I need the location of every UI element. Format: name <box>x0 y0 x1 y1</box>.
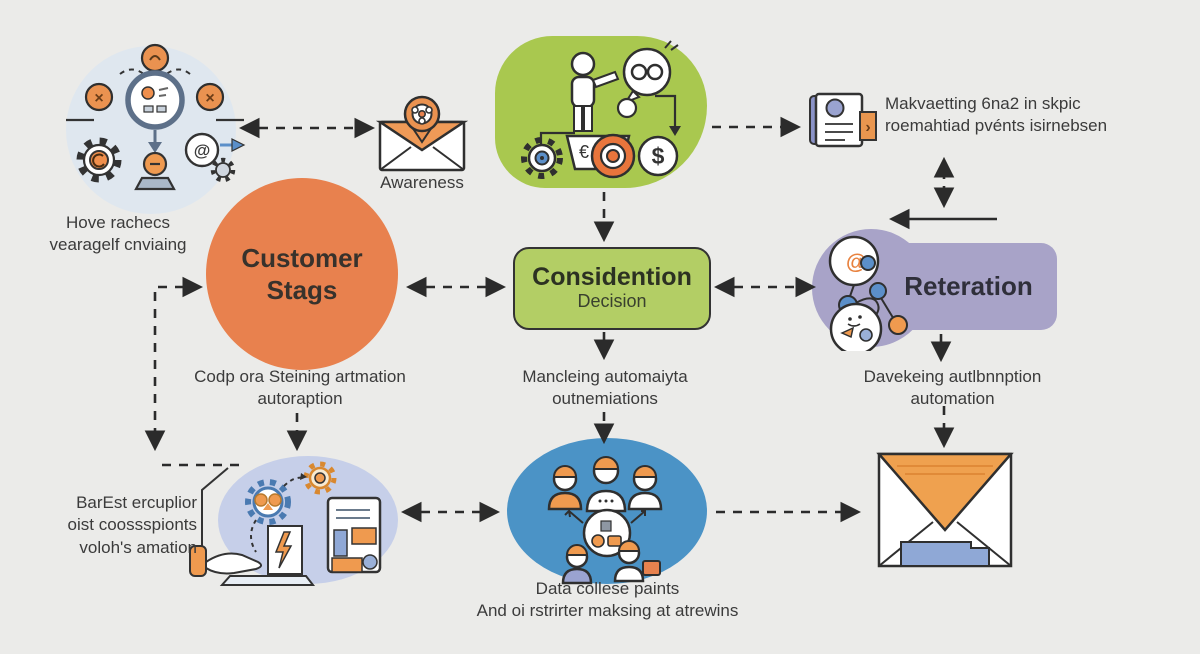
retention-node: Reteration <box>880 243 1057 330</box>
retention-title: Reteration <box>904 271 1033 301</box>
automation-process-icon: × × @ <box>66 43 246 191</box>
shopper-conversion-icon: € $ <box>521 40 681 179</box>
magnifier-icon <box>125 70 185 130</box>
retention-network-icon: @ <box>828 235 908 351</box>
node-blue-icon <box>869 282 887 300</box>
reject-left-icon <box>84 82 114 112</box>
seal-icon <box>362 554 378 570</box>
top-badge-icon <box>140 43 170 73</box>
laptop-icon <box>219 575 316 586</box>
person-icon <box>561 567 593 585</box>
left-mid-caption: Codp ora Steining artmation autoraption <box>194 367 406 409</box>
marketing-card-icon: › <box>809 92 877 148</box>
down-arrow-icon <box>148 142 162 153</box>
flow-arrow-icon <box>231 138 246 152</box>
pedestal-icon <box>134 176 176 191</box>
marketing-note: Makvaetting 6na2 in skpic roemahtiad pvé… <box>885 94 1108 136</box>
mention-bubble-icon <box>828 235 880 287</box>
person-icon <box>613 565 645 583</box>
awareness-label: Awareness <box>380 173 464 192</box>
consideration-node: Considention Decision <box>513 247 711 330</box>
gear-icon <box>521 137 563 179</box>
dollar-circle-icon <box>637 135 679 177</box>
coin-icon <box>616 97 638 119</box>
profile-bubble-icon <box>829 302 883 351</box>
gear-icon <box>76 137 122 183</box>
svg-text:$: $ <box>652 143 665 169</box>
svg-text:€: € <box>579 142 589 162</box>
hand-icon <box>205 552 262 575</box>
svg-text:×: × <box>94 90 103 107</box>
customer-stage-label: Customer Stags <box>241 242 363 306</box>
consideration-title: Considention <box>532 262 692 291</box>
email-envelope-icon <box>876 452 1014 568</box>
bottom-left-caption: BarEst ercuplior oist coossspionts voloh… <box>67 493 197 557</box>
orange-gear-icon <box>303 461 337 495</box>
person-icon <box>570 51 596 77</box>
mention-circle-icon <box>184 132 220 168</box>
person-icon <box>627 491 663 511</box>
svg-text:›: › <box>865 119 870 136</box>
tab-icon <box>859 111 877 141</box>
small-gear-icon <box>210 157 236 183</box>
node-orange-icon <box>888 315 908 335</box>
right-mid-caption: Davekeing autlbnnption automation <box>863 367 1042 409</box>
bottom-center-caption: Data collese paints And oi rstrirter mak… <box>476 579 739 621</box>
svg-text:×: × <box>205 90 214 107</box>
letter-icon <box>900 541 990 567</box>
awareness-envelope-icon <box>375 95 469 172</box>
svg-text:@: @ <box>194 141 211 160</box>
package-icon <box>642 560 661 576</box>
audience-segments-icon <box>507 438 707 585</box>
customer-stage-node: Customer Stags <box>206 178 398 370</box>
reject-right-icon <box>195 82 225 112</box>
top-left-caption: Hove rachecs vearagelf cnviaing <box>49 213 187 255</box>
person-icon <box>547 491 583 511</box>
blue-gear-icon <box>245 479 291 525</box>
workflow-documents-icon <box>189 456 398 586</box>
center-mid-caption: Mancleing automaiyta outnemiations <box>522 367 688 409</box>
svg-text:@: @ <box>846 251 866 274</box>
consideration-subtitle: Decision <box>577 291 647 312</box>
